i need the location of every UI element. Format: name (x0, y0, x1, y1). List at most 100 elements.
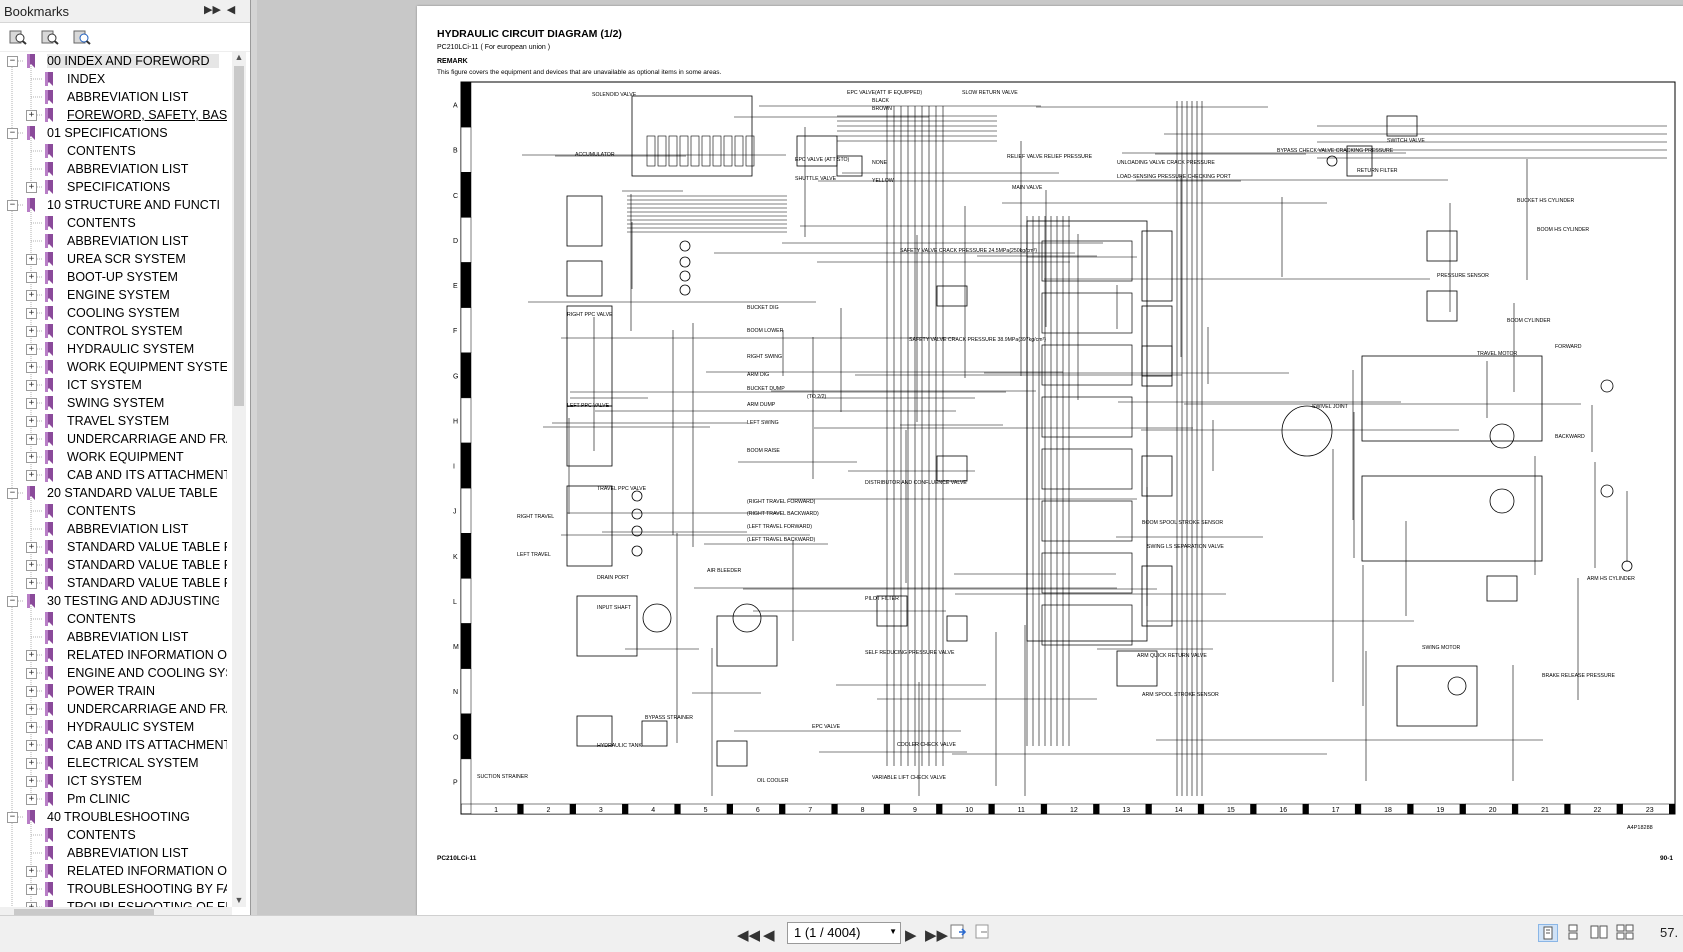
bookmark-item[interactable]: ABBREVIATION LIST (0, 88, 232, 106)
bookmark-item[interactable]: +HYDRAULIC SYSTEM (0, 340, 232, 358)
expand-toggle-icon[interactable]: + (26, 722, 37, 733)
bookmark-item[interactable]: CONTENTS (0, 142, 232, 160)
bookmark-item[interactable]: INDEX (0, 70, 232, 88)
bookmark-section[interactable]: −40 TROUBLESHOOTING (0, 808, 232, 826)
expand-toggle-icon[interactable]: + (26, 380, 37, 391)
find-bookmark-icon[interactable] (73, 29, 91, 45)
expand-toggle-icon[interactable]: + (26, 416, 37, 427)
bookmark-item[interactable]: ABBREVIATION LIST (0, 628, 232, 646)
expand-bookmark-icon[interactable] (41, 29, 59, 45)
bookmark-section[interactable]: −00 INDEX AND FOREWORD (0, 52, 232, 70)
expand-toggle-icon[interactable]: + (26, 452, 37, 463)
expand-toggle-icon[interactable]: + (26, 884, 37, 895)
bookmarks-horizontal-scrollbar[interactable] (0, 907, 232, 917)
bookmark-section[interactable]: −20 STANDARD VALUE TABLE (0, 484, 232, 502)
bookmark-item[interactable]: +RELATED INFORMATION ON T (0, 862, 232, 880)
bookmark-item[interactable]: ABBREVIATION LIST (0, 520, 232, 538)
zoom-level[interactable]: 57. (1660, 925, 1679, 940)
previous-view-icon[interactable] (950, 924, 968, 940)
first-page-icon[interactable]: ◀◀ (737, 927, 761, 944)
bookmark-section[interactable]: −30 TESTING AND ADJUSTING (0, 592, 232, 610)
expand-toggle-icon[interactable]: + (26, 794, 37, 805)
bookmark-item[interactable]: CONTENTS (0, 610, 232, 628)
bookmark-item[interactable]: +UREA SCR SYSTEM (0, 250, 232, 268)
collapse-toggle-icon[interactable]: − (7, 812, 18, 823)
expand-toggle-icon[interactable]: + (26, 308, 37, 319)
bookmarks-vertical-scrollbar[interactable]: ▲ ▼ (232, 52, 246, 907)
expand-toggle-icon[interactable]: + (26, 866, 37, 877)
bookmark-options-icon[interactable] (9, 29, 27, 45)
expand-toggle-icon[interactable]: + (26, 290, 37, 301)
bookmark-section[interactable]: −10 STRUCTURE AND FUNCTION (0, 196, 232, 214)
bookmark-item[interactable]: +ELECTRICAL SYSTEM (0, 754, 232, 772)
continuous-facing-view-icon[interactable] (1616, 924, 1634, 940)
expand-toggle-icon[interactable]: + (26, 542, 37, 553)
bookmark-item[interactable]: +STANDARD VALUE TABLE FOR (0, 538, 232, 556)
bookmark-item[interactable]: CONTENTS (0, 502, 232, 520)
expand-toggle-icon[interactable]: + (26, 110, 37, 121)
bookmark-item[interactable]: +TROUBLESHOOTING OF ELEC (0, 898, 232, 907)
bookmark-item[interactable]: +BOOT-UP SYSTEM (0, 268, 232, 286)
expand-toggle-icon[interactable]: + (26, 254, 37, 265)
expand-toggle-icon[interactable]: + (26, 362, 37, 373)
bookmark-item[interactable]: +ICT SYSTEM (0, 772, 232, 790)
scroll-thumb[interactable] (234, 66, 244, 406)
expand-toggle-icon[interactable]: + (26, 668, 37, 679)
bookmark-item[interactable]: CONTENTS (0, 826, 232, 844)
previous-page-icon[interactable]: ◀ (763, 927, 775, 944)
bookmark-section[interactable]: −01 SPECIFICATIONS (0, 124, 232, 142)
bookmark-item[interactable]: +STANDARD VALUE TABLE FOR (0, 574, 232, 592)
bookmark-item[interactable]: +CAB AND ITS ATTACHMENTS (0, 736, 232, 754)
bookmark-item[interactable]: +FOREWORD, SAFETY, BASIC I (0, 106, 232, 124)
bookmark-item[interactable]: +COOLING SYSTEM (0, 304, 232, 322)
bookmark-item[interactable]: +ENGINE SYSTEM (0, 286, 232, 304)
bookmark-item[interactable]: +UNDERCARRIAGE AND FRAME (0, 430, 232, 448)
bookmark-item[interactable]: +TROUBLESHOOTING BY FAILU (0, 880, 232, 898)
expand-toggle-icon[interactable]: + (26, 182, 37, 193)
bookmark-item[interactable]: +HYDRAULIC SYSTEM (0, 718, 232, 736)
bookmark-item[interactable]: +ICT SYSTEM (0, 376, 232, 394)
bookmark-item[interactable]: +SPECIFICATIONS (0, 178, 232, 196)
bookmark-item[interactable]: +SWING SYSTEM (0, 394, 232, 412)
continuous-view-icon[interactable] (1564, 924, 1582, 940)
expand-toggle-icon[interactable]: + (26, 344, 37, 355)
expand-toggle-icon[interactable]: + (26, 434, 37, 445)
horizontal-scroll-thumb[interactable] (14, 909, 154, 916)
scroll-down-icon[interactable]: ▼ (234, 895, 244, 905)
bookmark-item[interactable]: ABBREVIATION LIST (0, 844, 232, 862)
bookmark-item[interactable]: ABBREVIATION LIST (0, 232, 232, 250)
next-view-icon[interactable] (975, 924, 993, 940)
scroll-up-icon[interactable]: ▲ (234, 52, 244, 62)
bookmark-item[interactable]: +Pm CLINIC (0, 790, 232, 808)
expand-panel-icon[interactable]: ▶▶ (204, 4, 221, 16)
expand-toggle-icon[interactable]: + (26, 470, 37, 481)
bookmark-item[interactable]: +WORK EQUIPMENT (0, 448, 232, 466)
collapse-toggle-icon[interactable]: − (7, 200, 18, 211)
bookmark-item[interactable]: +CONTROL SYSTEM (0, 322, 232, 340)
expand-toggle-icon[interactable]: + (26, 776, 37, 787)
expand-toggle-icon[interactable]: + (26, 560, 37, 571)
bookmark-item[interactable]: +WORK EQUIPMENT SYSTEM (0, 358, 232, 376)
bookmark-item[interactable]: +ENGINE AND COOLING SYSTE (0, 664, 232, 682)
expand-toggle-icon[interactable]: + (26, 398, 37, 409)
expand-toggle-icon[interactable]: + (26, 902, 37, 907)
bookmark-item[interactable]: +STANDARD VALUE TABLE FOR (0, 556, 232, 574)
bookmark-item[interactable]: +CAB AND ITS ATTACHMENTS (0, 466, 232, 484)
collapse-toggle-icon[interactable]: − (7, 488, 18, 499)
bookmark-item[interactable]: +RELATED INFORMATION ON T (0, 646, 232, 664)
bookmark-item[interactable]: +UNDERCARRIAGE AND FRAME (0, 700, 232, 718)
expand-toggle-icon[interactable]: + (26, 272, 37, 283)
collapse-toggle-icon[interactable]: − (7, 128, 18, 139)
bookmark-item[interactable]: CONTENTS (0, 214, 232, 232)
expand-toggle-icon[interactable]: + (26, 578, 37, 589)
expand-toggle-icon[interactable]: + (26, 704, 37, 715)
collapse-toggle-icon[interactable]: − (7, 596, 18, 607)
single-page-view-icon[interactable] (1538, 924, 1558, 942)
expand-toggle-icon[interactable]: + (26, 758, 37, 769)
bookmark-item[interactable]: +POWER TRAIN (0, 682, 232, 700)
collapse-toggle-icon[interactable]: − (7, 56, 18, 67)
expand-toggle-icon[interactable]: + (26, 326, 37, 337)
last-page-icon[interactable]: ▶▶ (925, 927, 949, 944)
expand-toggle-icon[interactable]: + (26, 686, 37, 697)
expand-toggle-icon[interactable]: + (26, 740, 37, 751)
